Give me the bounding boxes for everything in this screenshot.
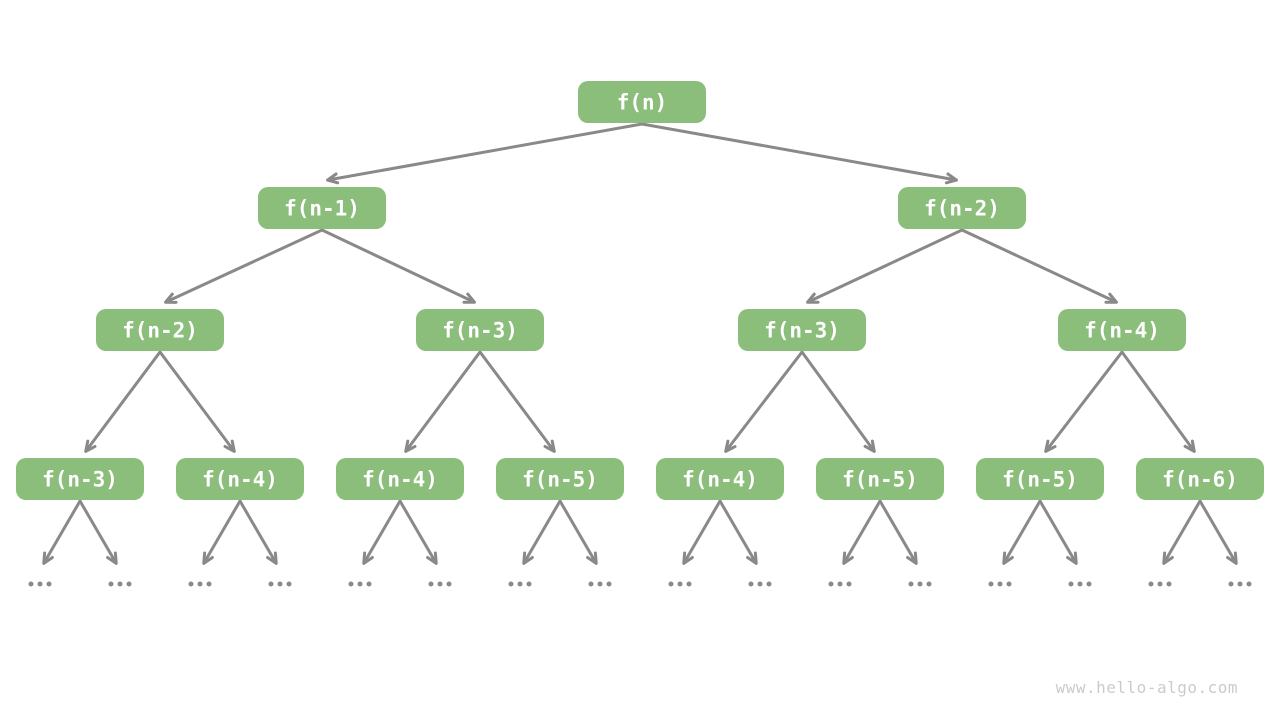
tree-node: f(n-4)	[176, 458, 304, 500]
ellipsis-continuation	[988, 581, 1012, 587]
tree-node-label: f(n-5)	[522, 468, 598, 492]
ellipsis-continuation	[268, 581, 292, 587]
tree-edge-arrow	[1038, 499, 1078, 565]
tree-node: f(n-4)	[336, 458, 464, 500]
tree-node-label: f(n-3)	[442, 319, 518, 343]
tree-edge-arrow	[640, 122, 958, 185]
tree-edge-arrow	[158, 350, 236, 453]
tree-edge-arrow	[42, 499, 82, 565]
tree-node-label: f(n-4)	[1084, 319, 1160, 343]
tree-edge-arrow	[878, 499, 918, 565]
tree-edge-arrow	[718, 499, 758, 565]
tree-edge-arrow	[1162, 499, 1202, 565]
tree-edge-arrow	[326, 122, 644, 185]
tree-node: f(n-1)	[258, 187, 386, 229]
tree-node-label: f(n-5)	[1002, 468, 1078, 492]
tree-node-label: f(n-2)	[122, 319, 198, 343]
tree-node: f(n-6)	[1136, 458, 1264, 500]
tree-edge-arrow	[84, 350, 162, 453]
tree-node-label: f(n-6)	[1162, 468, 1238, 492]
tree-node: f(n-5)	[976, 458, 1104, 500]
tree-edge-arrow	[960, 228, 1118, 304]
tree-node: f(n-5)	[496, 458, 624, 500]
tree-node-label: f(n-3)	[764, 319, 840, 343]
ellipsis-continuation	[668, 581, 692, 587]
tree-edge-arrow	[682, 499, 722, 565]
tree-node: f(n-3)	[416, 309, 544, 351]
tree-node-label: f(n-4)	[362, 468, 438, 492]
tree-edge-arrow	[478, 350, 556, 453]
tree-node-label: f(n-5)	[842, 468, 918, 492]
ellipsis-continuation	[428, 581, 452, 587]
ellipsis-continuation	[108, 581, 132, 587]
ellipsis-continuation	[748, 581, 772, 587]
tree-edge-arrow	[1120, 350, 1196, 453]
tree-node-label: f(n-3)	[42, 468, 118, 492]
tree-edge-arrow	[558, 499, 598, 565]
ellipsis-continuation	[1068, 581, 1092, 587]
ellipsis-continuation	[348, 581, 372, 587]
tree-node: f(n-3)	[16, 458, 144, 500]
tree-edge-arrow	[362, 499, 402, 565]
tree-edge-arrow	[842, 499, 882, 565]
tree-edge-arrow	[398, 499, 438, 565]
ellipsis-continuation	[1228, 581, 1252, 587]
tree-edge-arrow	[522, 499, 562, 565]
ellipsis-continuation	[508, 581, 532, 587]
ellipsis-continuation	[588, 581, 612, 587]
tree-node-label: f(n-4)	[682, 468, 758, 492]
tree-node: f(n-2)	[96, 309, 224, 351]
tree-edge-arrow	[1002, 499, 1042, 565]
watermark: www.hello-algo.com	[1055, 678, 1238, 697]
ellipsis-continuation	[188, 581, 212, 587]
tree-node: f(n)	[578, 81, 706, 123]
tree-node-label: f(n)	[617, 91, 668, 115]
tree-edge-arrow	[1198, 499, 1238, 565]
tree-node: f(n-4)	[656, 458, 784, 500]
tree-edge-arrow	[78, 499, 118, 565]
tree-node: f(n-3)	[738, 309, 866, 351]
tree-edge-arrow	[1044, 350, 1124, 453]
tree-edge-arrow	[800, 350, 876, 453]
ellipsis-continuation	[828, 581, 852, 587]
tree-edge-arrow	[202, 499, 242, 565]
tree-node: f(n-5)	[816, 458, 944, 500]
tree-edge-arrow	[164, 228, 324, 304]
ellipsis-continuation	[28, 581, 52, 587]
tree-node: f(n-2)	[898, 187, 1026, 229]
tree-edge-arrow	[806, 228, 964, 304]
tree-node: f(n-4)	[1058, 309, 1186, 351]
ellipsis-continuation	[1148, 581, 1172, 587]
tree-edge-arrow	[238, 499, 278, 565]
tree-node-label: f(n-1)	[284, 197, 360, 221]
ellipsis-continuation	[908, 581, 932, 587]
tree-edge-arrow	[724, 350, 804, 453]
tree-node-label: f(n-2)	[924, 197, 1000, 221]
tree-edge-arrow	[404, 350, 482, 453]
tree-edge-arrow	[320, 228, 476, 304]
tree-node-label: f(n-4)	[202, 468, 278, 492]
